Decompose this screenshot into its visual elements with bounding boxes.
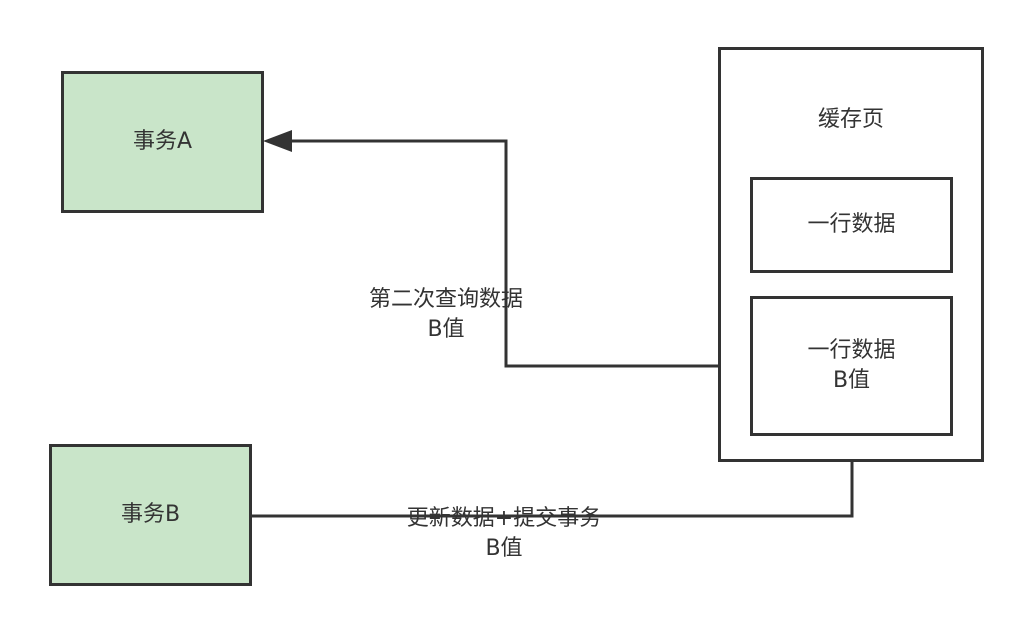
cache-row-2-label-line2: B值 [832,368,871,393]
transaction-a-node[interactable]: 事务A [61,71,264,213]
cache-page-title: 缓存页 [817,107,884,132]
cache-row-1-label: 一行数据 [807,212,896,237]
query-edge-line [290,139,752,368]
update-edge-label: 更新数据+提交事务 B值 [378,504,630,564]
cache-row-2-label-line1: 一行数据 [807,338,896,363]
query-edge-label-line1: 第二次查询数据 [368,287,523,312]
transaction-a-label: 事务A [132,129,193,154]
update-edge-label-line1: 更新数据+提交事务 [406,506,602,531]
update-edge-label-line2: B值 [485,536,523,561]
query-edge-arrowhead [263,130,292,152]
transaction-b-label: 事务B [120,502,181,527]
transaction-b-node[interactable]: 事务B [49,444,252,586]
update-edge-line [250,458,854,518]
cache-row-1-node[interactable]: 一行数据 [750,177,953,273]
query-edge-label-line2: B值 [427,317,465,342]
query-edge-label: 第二次查询数据 B值 [336,285,556,345]
cache-row-2-node[interactable]: 一行数据 B值 [750,296,953,436]
